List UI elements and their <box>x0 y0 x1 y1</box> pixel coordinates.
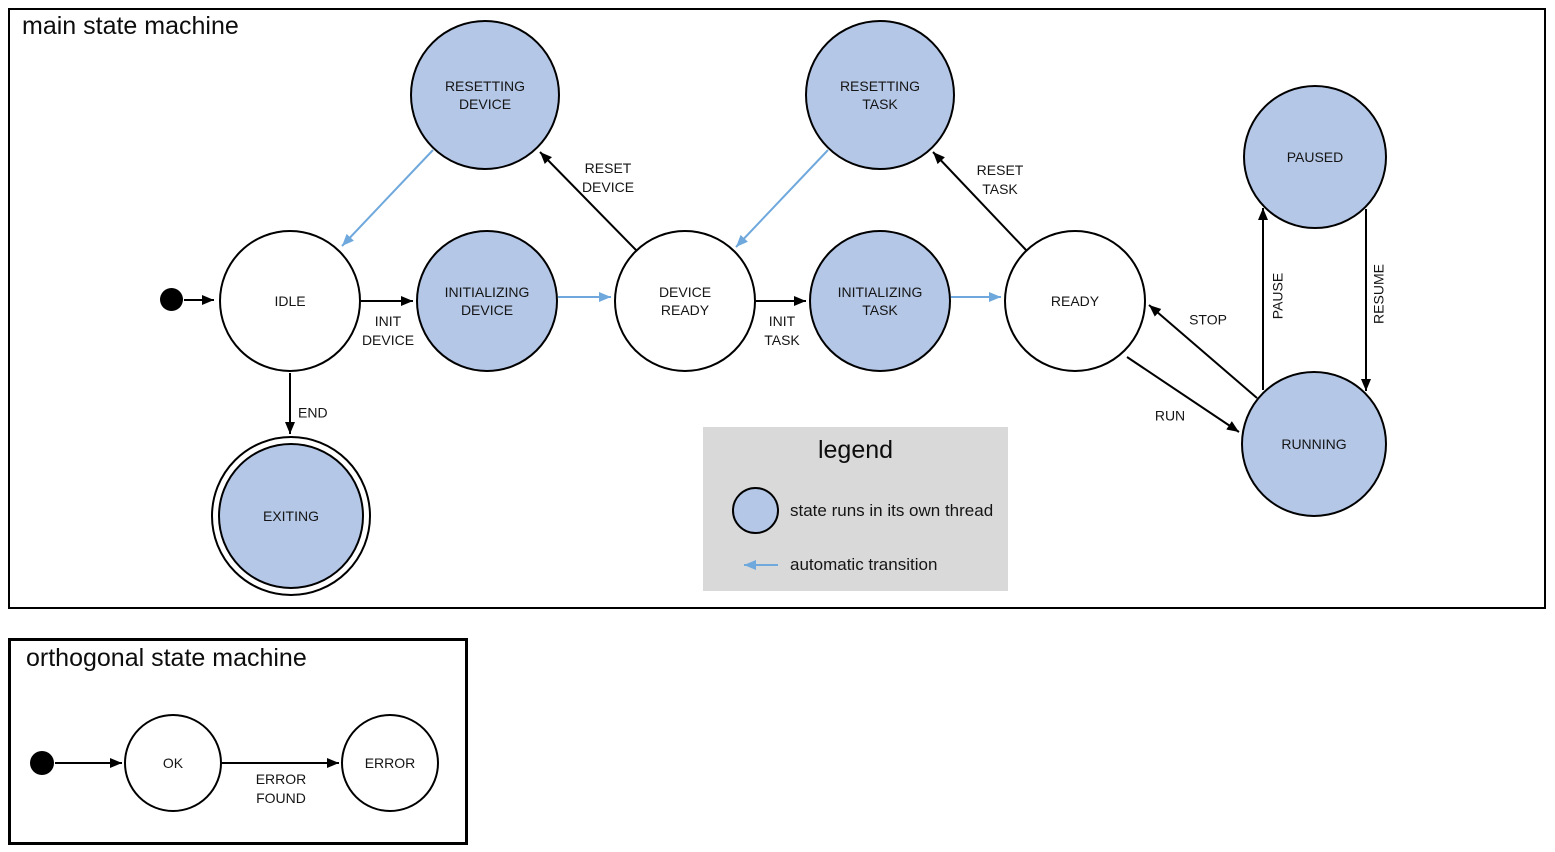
initial-state-dot-main <box>160 288 183 311</box>
state-resetting-device: RESETTING DEVICE <box>410 20 560 170</box>
legend-threaded-state-label: state runs in its own thread <box>790 501 994 520</box>
transition-label-stop: STOP <box>1189 311 1227 328</box>
state-label: ERROR <box>364 754 416 771</box>
state-label: DEVICE <box>658 283 712 300</box>
state-exiting-final: EXITING <box>211 436 371 596</box>
state-initializing-device: INITIALIZING DEVICE <box>416 230 558 372</box>
state-resetting-task: RESETTING TASK <box>805 20 955 170</box>
main-machine-title: main state machine <box>22 12 239 40</box>
state-label: READY <box>1050 292 1100 309</box>
state-label: RESETTING <box>839 77 921 94</box>
state-exiting-inner: EXITING <box>218 443 364 589</box>
transition-label-run: RUN <box>1154 407 1186 424</box>
legend-auto-transition-label: automatic transition <box>790 555 938 574</box>
transition-label-reset-device: RESET DEVICE <box>581 160 635 195</box>
transition-label-init-device: INIT DEVICE <box>361 313 415 348</box>
state-ready: READY <box>1004 230 1146 372</box>
state-label: IDLE <box>274 292 306 309</box>
state-initializing-task: INITIALIZING TASK <box>809 230 951 372</box>
state-label: EXITING <box>262 507 319 524</box>
legend-box: legend state runs in its own thread auto… <box>703 427 1008 591</box>
orthogonal-state-machine-frame <box>8 638 468 845</box>
transition-label-error-found: ERROR FOUND <box>255 771 307 806</box>
transition-label-resume: RESUME <box>1370 264 1387 324</box>
state-label: PAUSED <box>1286 148 1344 165</box>
threaded-state-icon <box>732 487 779 534</box>
state-label: TASK <box>862 96 898 112</box>
state-ok: OK <box>124 714 222 812</box>
state-device-ready: DEVICE READY <box>614 230 756 372</box>
legend-title: legend <box>817 436 894 464</box>
state-label: DEVICE <box>460 302 514 318</box>
state-label: READY <box>660 302 710 318</box>
automatic-transition-arrow-icon <box>744 560 778 570</box>
state-running: RUNNING <box>1241 371 1387 517</box>
state-label: OK <box>162 754 184 771</box>
initial-state-dot-orthogonal <box>30 751 54 775</box>
transition-label-reset-task: RESET TASK <box>976 162 1024 197</box>
main-state-machine-frame <box>8 8 1546 609</box>
state-label: RESETTING <box>444 77 526 94</box>
state-label: INITIALIZING <box>444 283 530 300</box>
transition-label-init-task: INIT TASK <box>764 313 800 348</box>
state-error: ERROR <box>341 714 439 812</box>
state-idle: IDLE <box>219 230 361 372</box>
transition-label-pause: PAUSE <box>1269 272 1286 320</box>
state-label: DEVICE <box>458 96 512 112</box>
state-label: TASK <box>862 302 898 318</box>
transition-label-end: END <box>298 404 328 421</box>
state-paused: PAUSED <box>1243 85 1387 229</box>
state-label: INITIALIZING <box>837 283 923 300</box>
orthogonal-machine-title: orthogonal state machine <box>26 644 307 672</box>
state-label: RUNNING <box>1281 435 1347 452</box>
